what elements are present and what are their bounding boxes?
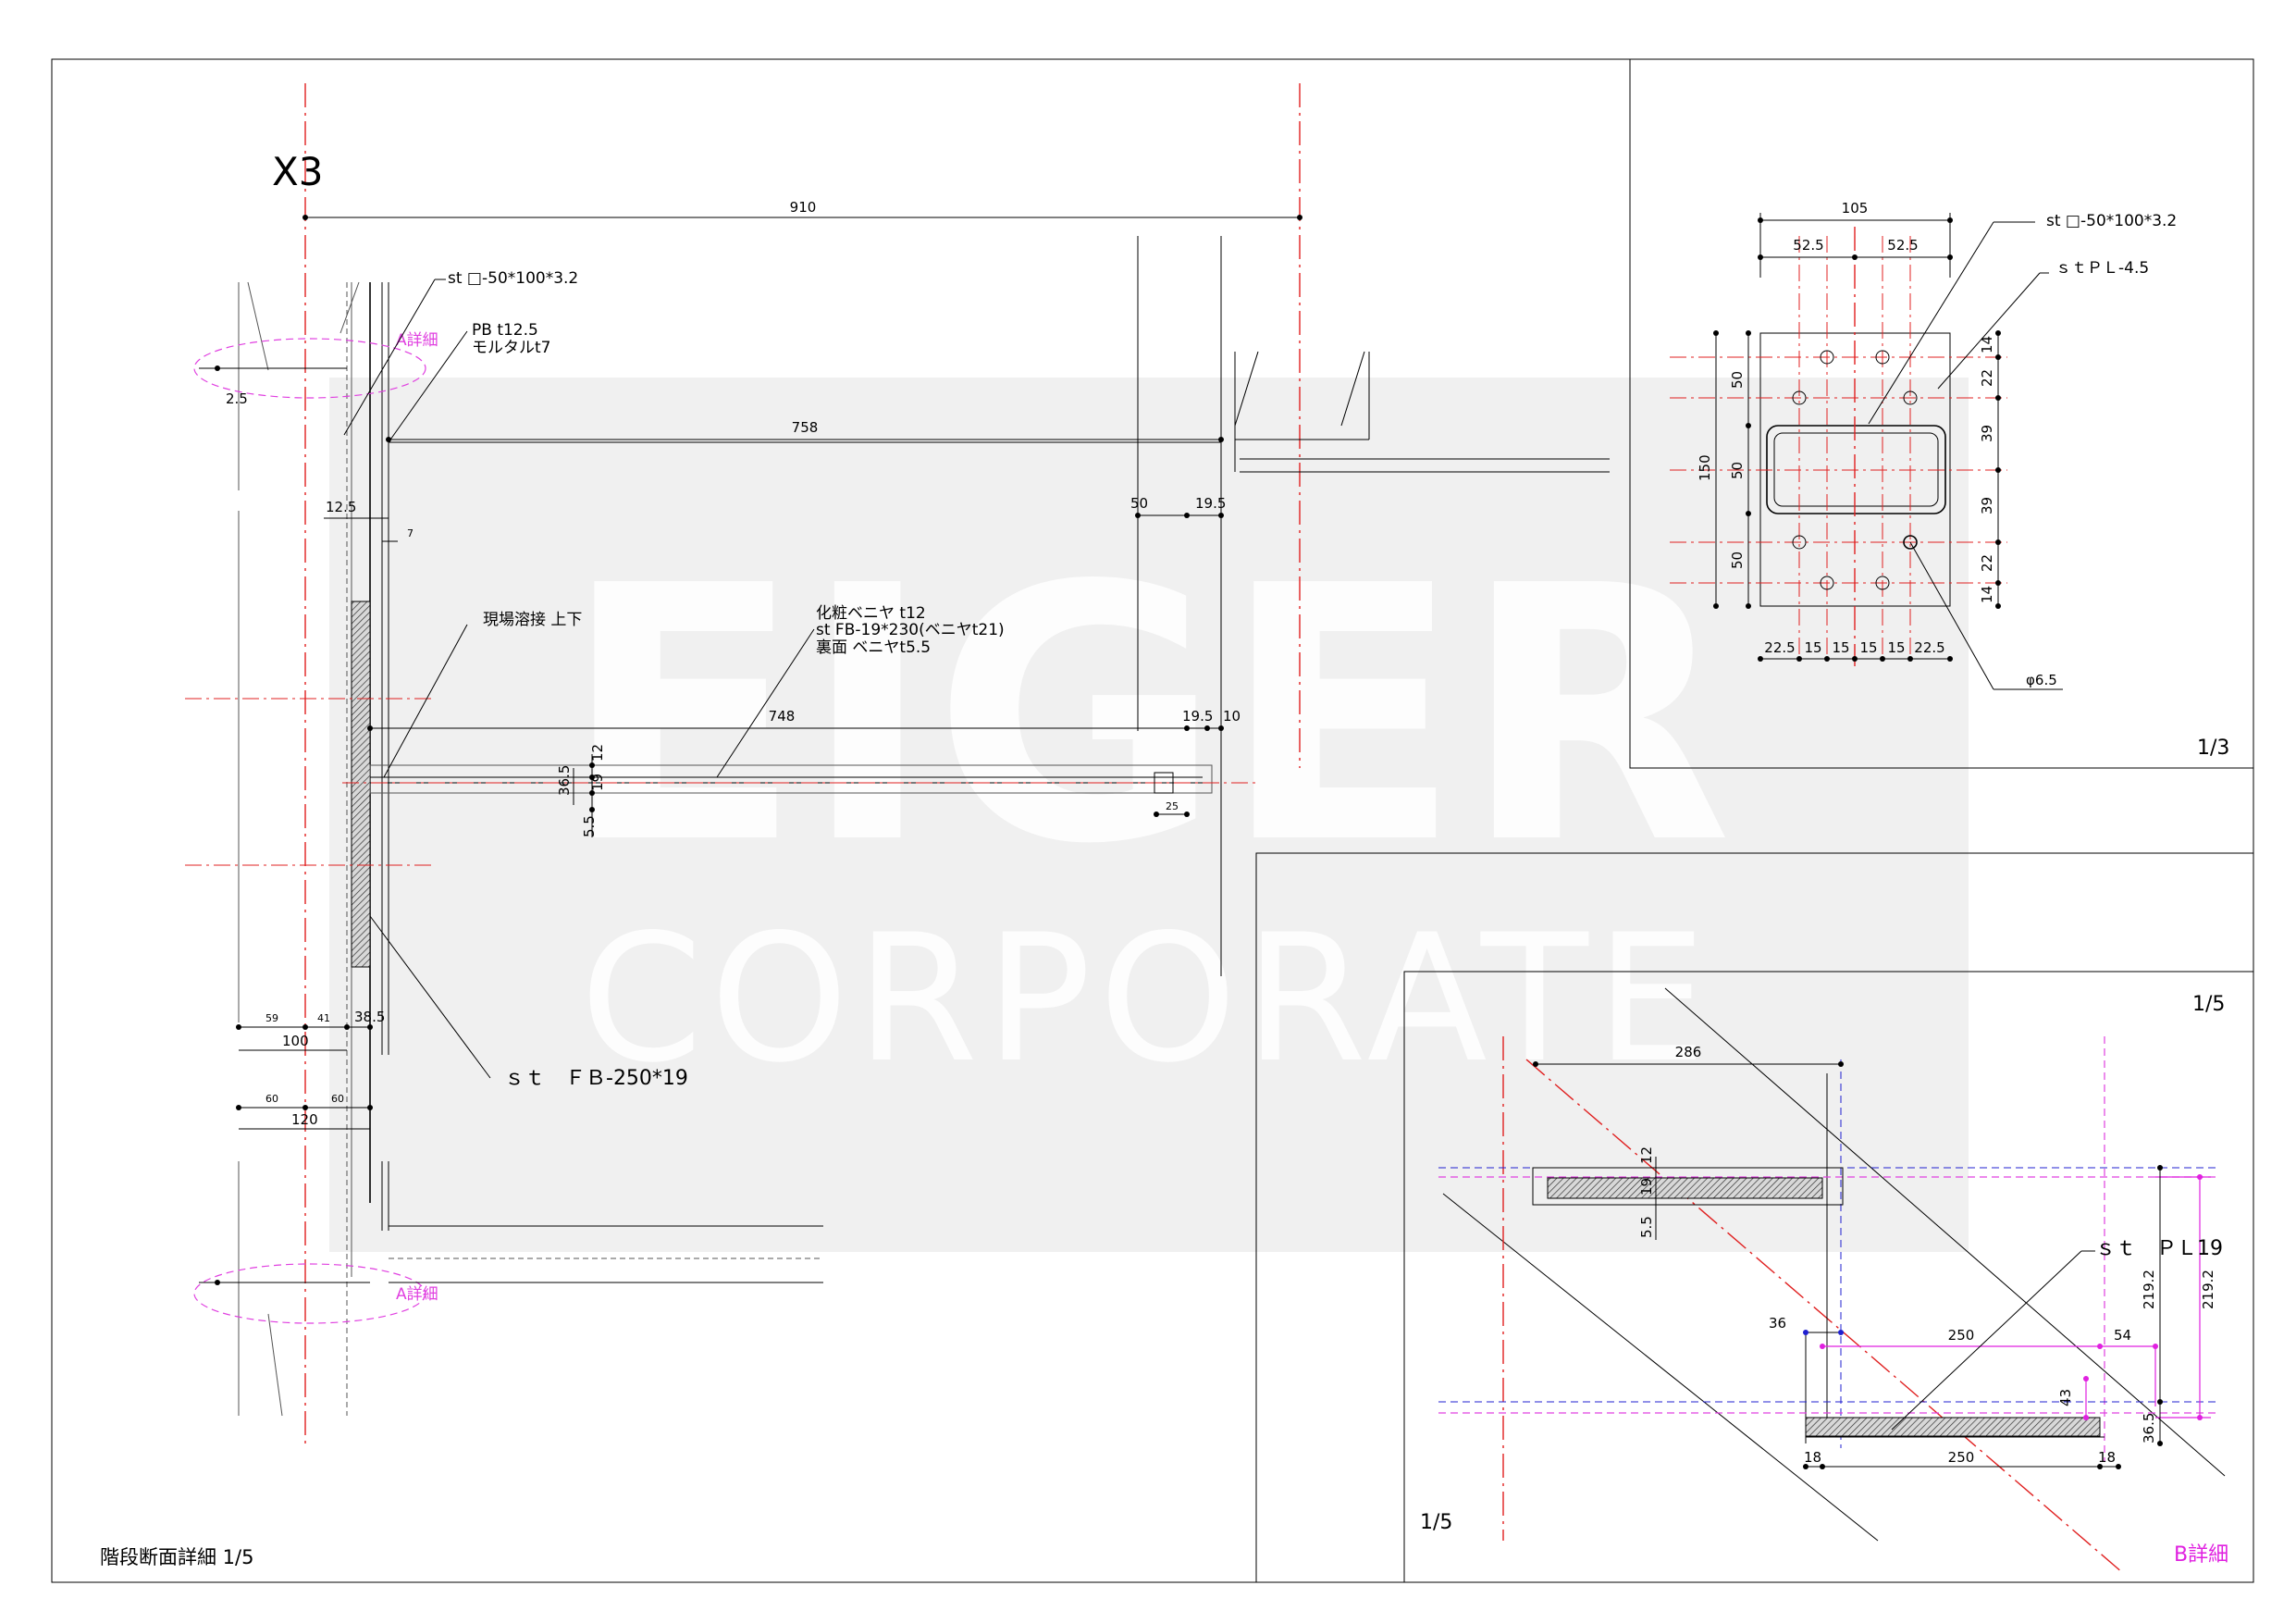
detailb-dim-219-2-mag: 219.2 <box>2200 1270 2216 1309</box>
grid-label-x3: X3 <box>272 149 324 194</box>
sheet-border <box>51 58 2254 1583</box>
plate-frame <box>1629 59 2253 769</box>
detail-b-inner-frame <box>1403 971 2253 1582</box>
detail-b-scale-top: 1/5 <box>2192 993 2225 1016</box>
detailb-dim-19: 19 <box>1638 1178 1655 1196</box>
note-veneer1: 化粧ベニヤ t12 <box>816 604 926 623</box>
dim-910: 910 <box>790 199 817 216</box>
detailb-dim-12: 12 <box>1638 1146 1655 1164</box>
detailb-dim-5-5: 5.5 <box>1638 1216 1655 1238</box>
plate-note-pl: ｓｔＰＬ-4.5 <box>2055 259 2149 278</box>
dim-10: 10 <box>1223 708 1241 725</box>
dim-38-5: 38.5 <box>354 1009 385 1025</box>
detail-a-circle-top <box>193 338 426 399</box>
detailb-dim-18a: 18 <box>1804 1449 1821 1466</box>
plate-bottom-dim-1: 15 <box>1804 639 1821 656</box>
tread-outline <box>369 764 1213 794</box>
detail-b-title: B詳細 <box>2174 1543 2228 1567</box>
detailb-dim-43: 43 <box>2057 1389 2074 1406</box>
dim-60b: 60 <box>331 1093 344 1105</box>
upper-tread-outline <box>1532 1167 1844 1206</box>
plate-dim-50b: 50 <box>1729 462 1746 479</box>
plate-dim-52-5a: 52.5 <box>1793 237 1823 254</box>
plate-bottom-dim-2: 15 <box>1832 639 1849 656</box>
note-weld: 現場溶接 上下 <box>483 611 582 629</box>
plate-note-pipe: st □-50*100*3.2 <box>2046 212 2177 230</box>
note-veneer3: 裏面 ベニヤt5.5 <box>816 638 931 657</box>
plate-dim-14a: 14 <box>1979 336 1995 353</box>
detailb-dim-36-5: 36.5 <box>2141 1413 2157 1443</box>
plate-dim-105: 105 <box>1842 200 1869 217</box>
section-detail: X3 910 A詳細 A詳細 2.5 <box>100 83 1610 1568</box>
plate-bottom-dim-4: 15 <box>1887 639 1905 656</box>
note-fb: ｓｔ ＦＢ-250*19 <box>504 1067 688 1090</box>
tread-end-block <box>1154 772 1174 794</box>
detailb-dim-250-top: 250 <box>1948 1327 1975 1344</box>
plate-scale: 1/3 <box>2197 737 2229 760</box>
dim-50: 50 <box>1130 495 1148 512</box>
fb-plate-hatch <box>351 601 371 968</box>
dim-41: 41 <box>317 1012 330 1024</box>
dim-59: 59 <box>265 1012 278 1024</box>
plate-dim-14b: 14 <box>1979 586 1995 603</box>
watermark-panel <box>329 378 1969 1252</box>
dim-748: 748 <box>769 708 796 725</box>
detailb-dim-18b: 18 <box>2098 1449 2116 1466</box>
dim-36-5: 36.5 <box>556 765 573 796</box>
plate-bottom-dim-3: 15 <box>1859 639 1877 656</box>
note-veneer2: st FB-19*230(ベニヤt21) <box>816 621 1005 639</box>
dim-19-5-top: 19.5 <box>1195 495 1226 512</box>
dim-5-5: 5.5 <box>581 815 598 837</box>
upper-tread-plate <box>1547 1177 1823 1199</box>
dim-60a: 60 <box>265 1093 278 1105</box>
plate-dim-50c: 50 <box>1729 551 1746 569</box>
plate-dim-39a: 39 <box>1979 425 1995 442</box>
plate-dim-50a: 50 <box>1729 371 1746 389</box>
plate-note-hole: φ6.5 <box>2026 672 2057 688</box>
detail-b-outer-frame <box>1255 852 2253 1582</box>
watermark-line1: EIGER <box>562 511 1732 921</box>
detailb-dim-286: 286 <box>1675 1044 1702 1060</box>
detailb-note-pl: ｓｔ ＰＬ19 <box>2095 1237 2223 1260</box>
dim-758: 758 <box>792 419 819 436</box>
detailb-dim-36: 36 <box>1769 1315 1786 1332</box>
note-st-pipe: st □-50*100*3.2 <box>448 269 578 288</box>
detail-a-circle-bottom <box>193 1263 426 1324</box>
dim-12-5: 12.5 <box>326 499 356 515</box>
dim-19-5: 19.5 <box>1182 708 1213 725</box>
detail-a-label-bottom: A詳細 <box>396 1285 438 1304</box>
dim-2-5: 2.5 <box>226 390 248 407</box>
watermark: EIGER CORPORATE <box>329 378 1969 1252</box>
plate-dim-150: 150 <box>1697 454 1713 481</box>
detailb-dim-54: 54 <box>2114 1327 2131 1344</box>
detail-b: 1/5 1/5 B詳細 286 12 19 5.5 <box>1255 852 2253 1582</box>
dim-100: 100 <box>282 1033 309 1049</box>
dim-120: 120 <box>291 1111 318 1128</box>
pl19-plate <box>1805 1417 2101 1437</box>
plate-bottom-dim-0: 22.5 <box>1764 639 1795 656</box>
note-mortar: モルタルt7 <box>472 339 550 357</box>
detailb-dim-219-2: 219.2 <box>2141 1270 2157 1309</box>
detail-b-scale-bottom: 1/5 <box>1420 1511 1452 1534</box>
plate-dim-39b: 39 <box>1979 497 1995 514</box>
plate-dim-52-5b: 52.5 <box>1887 237 1918 254</box>
plate-detail: 1/3 105 52.5 52.5 <box>1629 59 2253 769</box>
dim-12: 12 <box>589 744 606 762</box>
detail-a-label-top: A詳細 <box>396 331 438 350</box>
note-pb: PB t12.5 <box>472 321 538 340</box>
dim-25: 25 <box>1166 800 1179 812</box>
plate-dim-22a: 22 <box>1979 369 1995 387</box>
plate-bottom-dim-5: 22.5 <box>1914 639 1944 656</box>
dim-7: 7 <box>407 527 414 539</box>
detailb-dim-250: 250 <box>1948 1449 1975 1466</box>
dim-19: 19 <box>589 774 606 791</box>
section-title: 階段断面詳細 1/5 <box>100 1546 253 1568</box>
watermark-line2: CORPORATE <box>580 897 1714 1101</box>
plate-dim-22b: 22 <box>1979 554 1995 572</box>
